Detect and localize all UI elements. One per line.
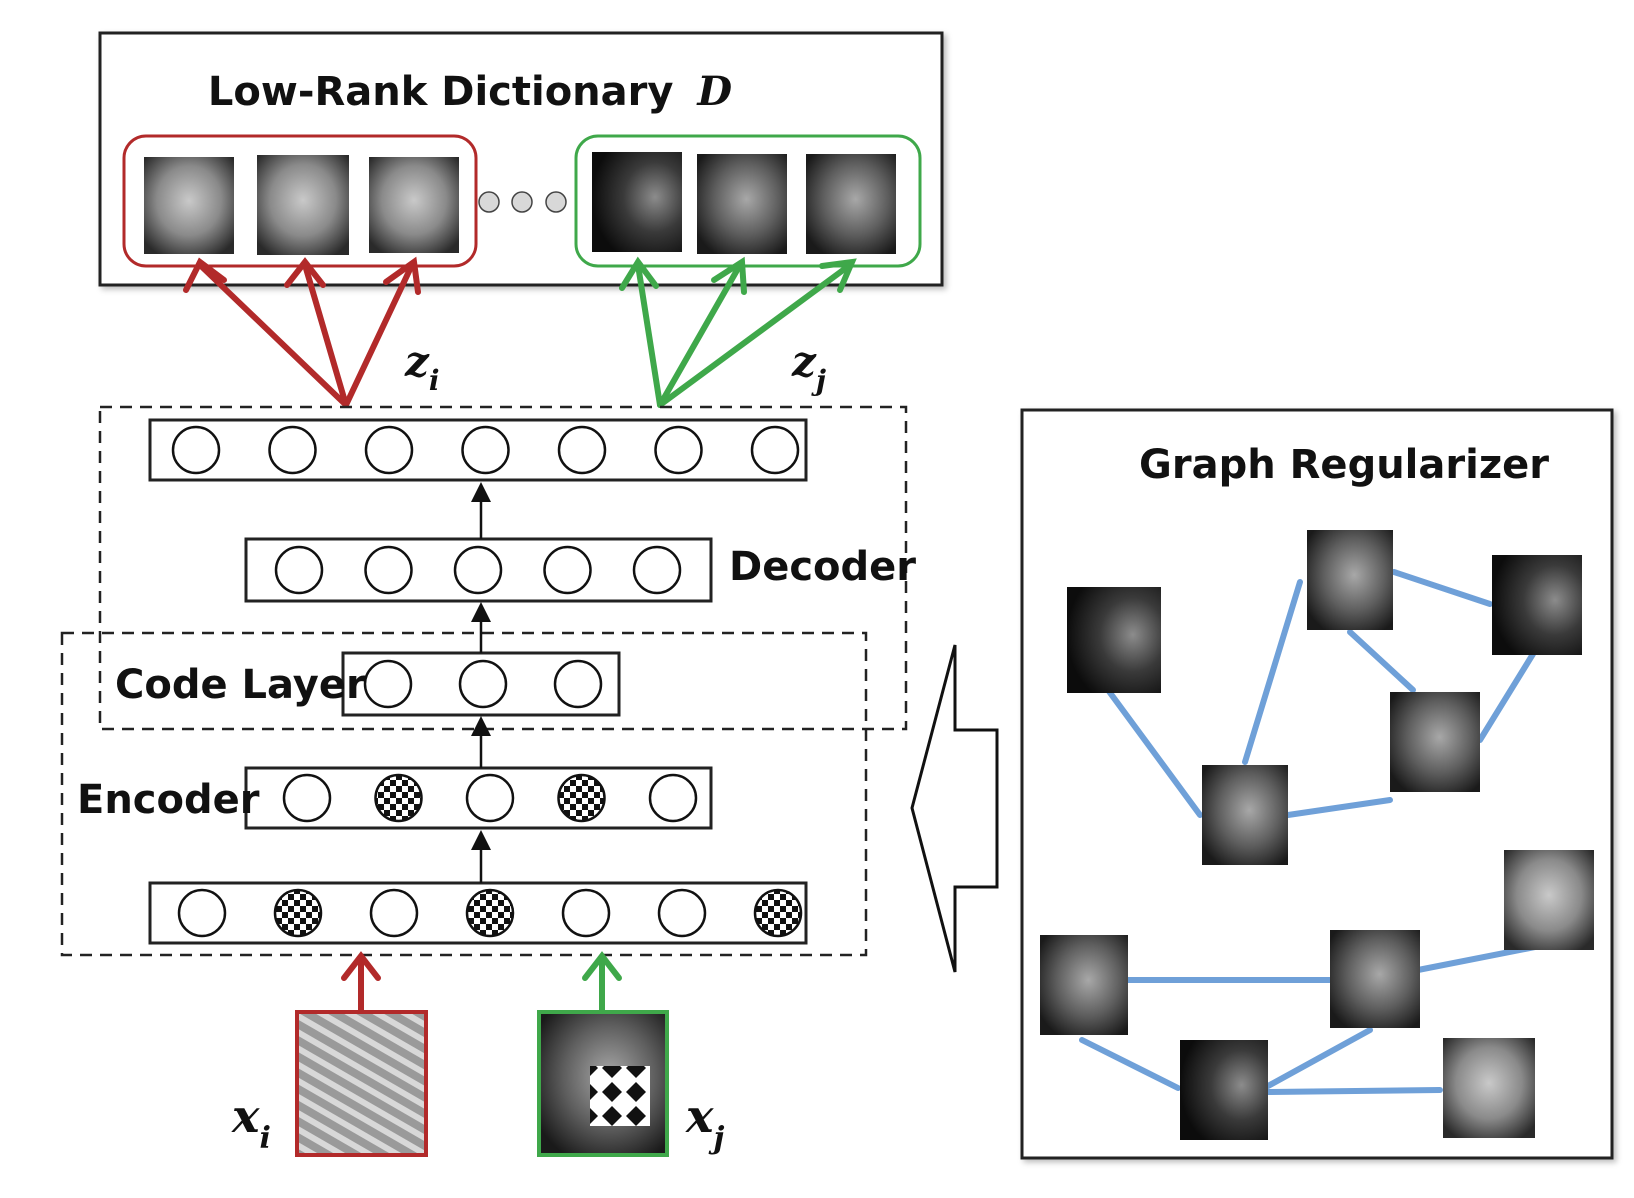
neuron-node bbox=[364, 425, 414, 475]
neuron-node bbox=[363, 659, 413, 709]
neuron-node bbox=[465, 773, 515, 823]
dictionary-face-tile bbox=[697, 154, 787, 254]
neuron-node bbox=[557, 425, 607, 475]
graph-regularizer-panel: Graph Regularizer bbox=[1020, 408, 1614, 1160]
dictionary-face-tile bbox=[144, 157, 234, 254]
neuron-node bbox=[632, 545, 682, 595]
neuron-node bbox=[561, 888, 611, 938]
neuron-node bbox=[553, 659, 603, 709]
xj-label: xj bbox=[685, 1089, 724, 1156]
subject-b-atoms-group bbox=[574, 134, 922, 268]
input-layer-nodes bbox=[177, 888, 803, 938]
graph-face-node bbox=[1330, 930, 1420, 1028]
neuron-node bbox=[543, 545, 592, 595]
encoder-hidden-nodes bbox=[282, 773, 698, 823]
corrupted-node bbox=[557, 773, 606, 823]
graph-face-node bbox=[1390, 692, 1480, 792]
ellipsis-dots bbox=[478, 191, 567, 213]
dictionary-face-tile bbox=[592, 152, 682, 252]
input-xj bbox=[537, 951, 669, 1157]
dictionary-face-tile bbox=[257, 155, 349, 255]
graph-face-node bbox=[1040, 935, 1128, 1035]
neuron-node bbox=[282, 773, 332, 823]
zj-arrows bbox=[619, 256, 857, 408]
zi-label: zi bbox=[404, 337, 440, 397]
dictionary-face-tile bbox=[806, 154, 896, 254]
corrupted-face-xi bbox=[295, 1010, 428, 1157]
dictionary-panel: Low-Rank Dictionary D bbox=[98, 31, 944, 287]
graph-title: Graph Regularizer bbox=[1139, 442, 1549, 488]
graph-face-node bbox=[1180, 1040, 1268, 1140]
output-layer-nodes bbox=[171, 425, 800, 475]
occlusion-block bbox=[590, 1066, 650, 1126]
neuron-node bbox=[369, 888, 419, 938]
decoder-label: Decoder bbox=[729, 544, 916, 590]
xi-label: xi bbox=[231, 1089, 271, 1156]
graph-face-node bbox=[1067, 587, 1161, 693]
decoder-hidden-nodes bbox=[274, 545, 682, 595]
corrupted-node bbox=[273, 888, 323, 938]
neuron-node bbox=[171, 425, 221, 475]
encoder-label: Encoder bbox=[77, 777, 260, 823]
corrupted-node bbox=[374, 773, 423, 823]
dictionary-title: Low-Rank Dictionary D bbox=[208, 68, 732, 115]
corrupted-node bbox=[465, 888, 515, 938]
graph-face-node bbox=[1504, 850, 1594, 950]
neuron-node bbox=[458, 659, 508, 709]
code-layer-nodes bbox=[363, 659, 603, 709]
graph-face-node bbox=[1492, 555, 1582, 655]
neuron-node bbox=[177, 888, 227, 938]
graph-edges-cluster-1 bbox=[1105, 569, 1536, 818]
neuron-node bbox=[364, 545, 413, 595]
neuron-node bbox=[657, 888, 707, 938]
encoder-group-box bbox=[60, 631, 868, 957]
neuron-node bbox=[274, 545, 324, 595]
neuron-node bbox=[648, 773, 698, 823]
neuron-node bbox=[654, 425, 703, 475]
input-xi bbox=[295, 951, 428, 1157]
corrupted-node bbox=[753, 888, 803, 938]
neuron-node bbox=[461, 425, 510, 475]
code-layer-label: Code Layer bbox=[115, 662, 366, 708]
graph-face-node bbox=[1202, 765, 1288, 865]
zi-arrows bbox=[183, 256, 421, 408]
graph-face-node bbox=[1443, 1038, 1535, 1138]
neuron-node bbox=[453, 545, 503, 595]
zj-label: zj bbox=[791, 337, 826, 397]
decoder-group-box bbox=[98, 405, 908, 731]
neuron-node bbox=[750, 425, 800, 475]
graph-face-node bbox=[1307, 530, 1393, 630]
neuron-node bbox=[268, 425, 317, 475]
dictionary-face-tile bbox=[369, 157, 459, 253]
graph-to-encoder-arrow bbox=[910, 644, 999, 973]
